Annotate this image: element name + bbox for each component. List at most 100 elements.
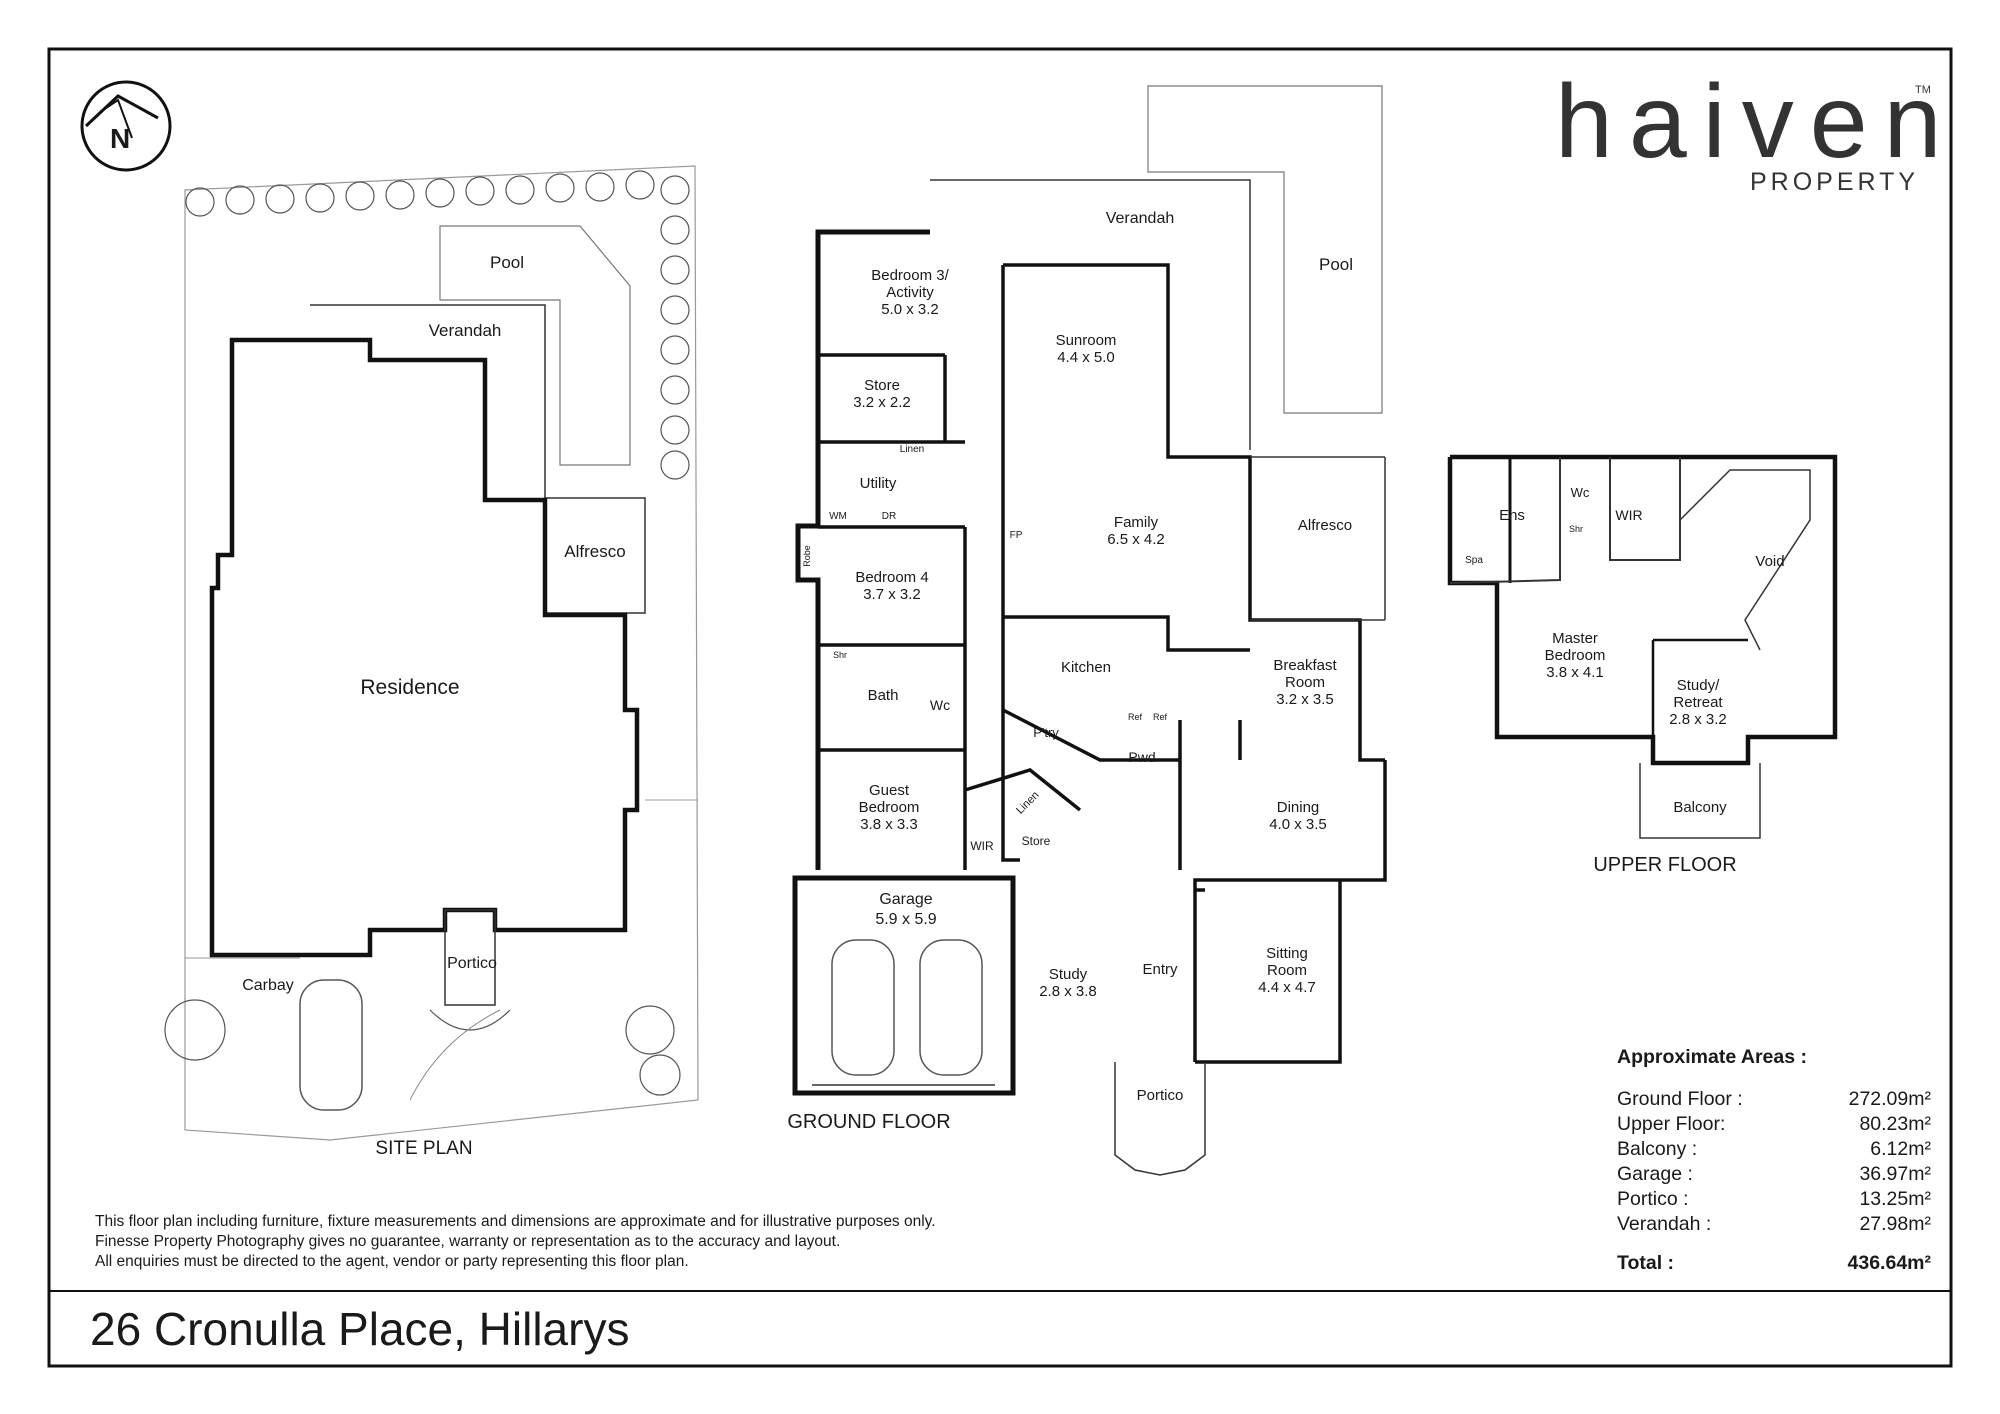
areas-row: Balcony :6.12m² [1617,1138,1931,1160]
room-label: Store [864,377,900,394]
room-label: Bedroom [1545,647,1606,664]
gf-room-labels: Bedroom 3/ Activity 5.0 x 3.2 Sunroom 4.… [802,267,1352,1104]
room-label: Sitting [1266,945,1308,962]
room-label: Guest [869,782,910,799]
room-label: 3.8 x 4.1 [1546,664,1604,681]
site-alfresco-label: Alfresco [564,542,625,561]
site-plan: Pool Verandah Alfresco Residence Portico… [164,165,699,1159]
gf-garage [792,875,1016,1096]
areas-row: Garage :36.97m² [1617,1163,1931,1185]
uf-room-labels: Ens Wc WIR Shr Spa Void Master Bedroom 3… [1465,485,1785,816]
room-label: Linen [900,444,924,455]
room-label: Linen [1014,789,1042,817]
room-label: Pwd [1128,749,1155,765]
site-portico [444,909,496,1006]
room-label: WIR [1615,507,1642,523]
brand-logo-sub: PROPERTY [1750,168,1920,196]
room-label: Wc [930,697,950,713]
car-icon [831,939,895,1076]
areas-row: Verandah :27.98m² [1617,1213,1931,1235]
room-label: Bath [868,687,899,704]
room-label: WIR [970,839,994,853]
room-label: Family [1114,514,1159,531]
room-label: Void [1755,553,1784,570]
gf-outer-wall [795,229,930,870]
areas-row: Portico :13.25m² [1617,1188,1931,1210]
tree-icons [164,170,690,1096]
room-label: Breakfast [1273,657,1337,674]
site-residence-label: Residence [360,676,459,699]
room-label: Shr [833,650,847,660]
room-label: Wc [1571,485,1590,500]
room-label: Robe [802,545,812,567]
areas-table: Approximate Areas : Ground Floor :272.09… [1617,1046,1931,1276]
room-label: WM [829,511,847,522]
gf-internal-walls [818,353,1250,870]
areas-title: Approximate Areas : [1617,1046,1808,1068]
compass-letter: N [110,123,130,154]
room-label: Study [1049,966,1088,983]
room-label: Utility [860,475,897,492]
room-label: DR [882,511,896,522]
room-label: 2.8 x 3.2 [1669,711,1727,728]
room-label: 3.8 x 3.3 [860,816,918,833]
room-label: Dining [1277,799,1320,816]
room-label: 4.4 x 4.7 [1258,979,1316,996]
gf-pool-label: Pool [1319,255,1353,274]
site-verandah-label: Verandah [429,321,502,340]
room-label: 3.2 x 3.5 [1276,691,1334,708]
room-label: Store [1022,834,1051,848]
page-frame [47,47,1953,1368]
room-label: Kitchen [1061,659,1111,676]
room-label: Bedroom 3/ [871,267,949,284]
room-label: Master [1552,630,1598,647]
room-label: 3.2 x 2.2 [853,394,911,411]
compass-icon: N [80,80,172,172]
room-label: 5.0 x 3.2 [881,301,939,318]
areas-row: Upper Floor:80.23m² [1617,1113,1931,1135]
room-label: Ens [1499,507,1525,524]
room-label: Alfresco [1298,517,1352,534]
site-verandah [310,304,546,500]
site-portico-label: Portico [447,955,497,972]
gf-garage-label: Garage [879,891,932,908]
gf-pool [1147,85,1383,414]
room-label: P'try [1033,725,1059,740]
room-label: Ref [1153,712,1168,722]
room-label: Room [1285,674,1325,691]
disclaimer-line: Finesse Property Photography gives no gu… [95,1233,841,1250]
gf-verandah-label: Verandah [1106,210,1175,227]
brand-logo-name: haiven [1555,64,1958,180]
room-label: Activity [886,284,934,301]
gf-verandah [930,179,1251,450]
brand-tm: TM [1915,84,1931,96]
room-label: 4.0 x 3.5 [1269,816,1327,833]
disclaimer-line: All enquiries must be directed to the ag… [95,1253,689,1270]
room-label: Portico [1137,1087,1184,1104]
uf-outer-wall [1447,454,1838,766]
room-label: FP [1010,530,1023,541]
room-label: 3.7 x 3.2 [863,586,921,603]
car-icon [299,979,363,1111]
upper-floor: Ens Wc WIR Shr Spa Void Master Bedroom 3… [1447,454,1838,876]
room-label: Ref [1128,712,1143,722]
room-label: Sunroom [1056,332,1117,349]
site-pool-label: Pool [490,253,524,272]
room-label: 4.4 x 5.0 [1057,349,1115,366]
room-label: Retreat [1673,694,1723,711]
gf-garage-dim: 5.9 x 5.9 [875,911,936,928]
room-label: 6.5 x 4.2 [1107,531,1165,548]
room-label: Entry [1142,961,1178,978]
upper-floor-title: UPPER FLOOR [1593,854,1736,876]
room-label: Shr [1569,524,1583,534]
site-pool [439,225,631,466]
room-label: Room [1267,962,1307,979]
room-label: Spa [1465,555,1483,566]
areas-total: Total :436.64m² [1617,1252,1931,1274]
site-boundary [184,165,699,1141]
disclaimer: This floor plan including furniture, fix… [95,1212,936,1272]
room-label: Study/ [1677,677,1720,694]
property-address: 26 Cronulla Place, Hillarys [90,1303,630,1355]
room-label: Balcony [1673,799,1727,816]
